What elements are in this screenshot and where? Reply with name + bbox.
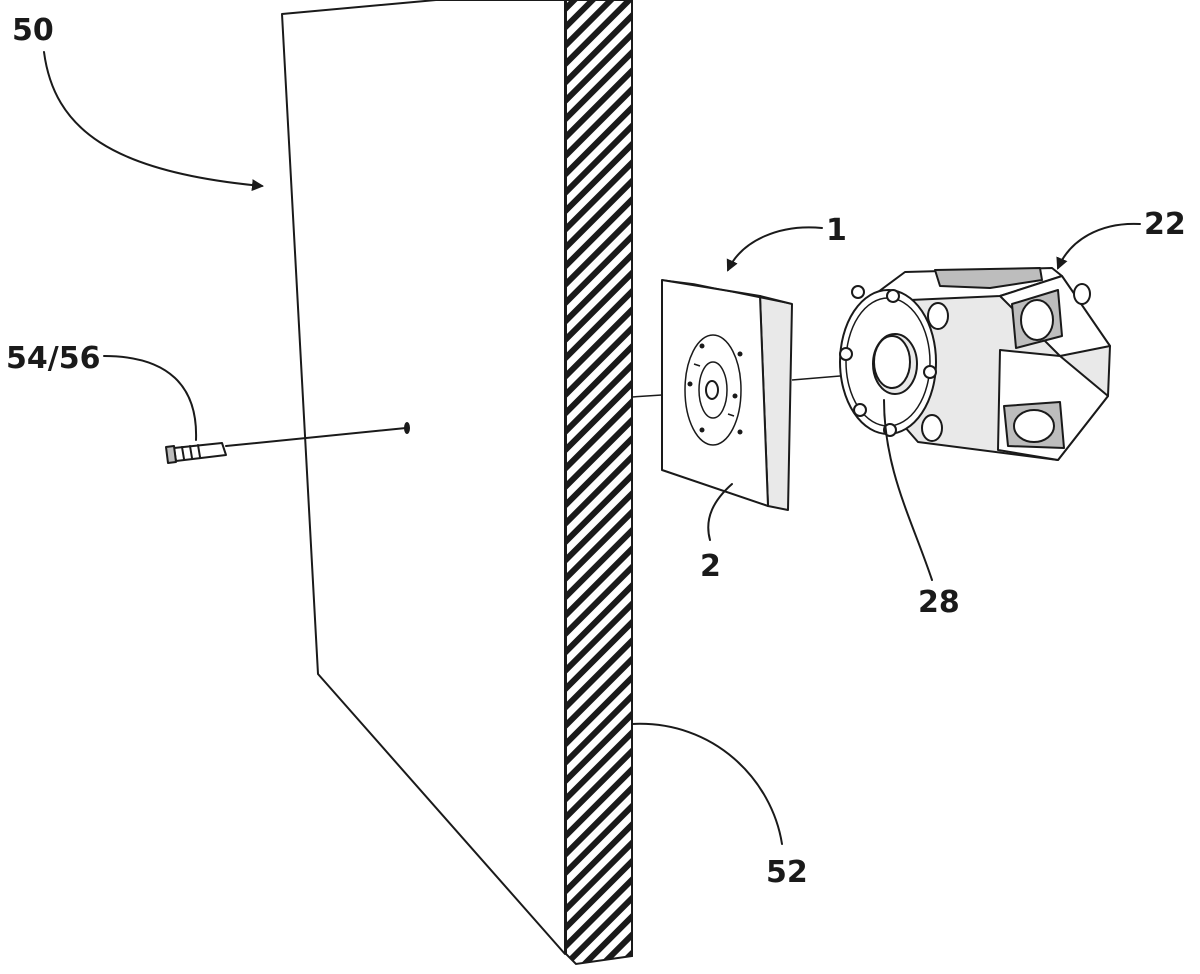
leader-2 — [707, 483, 733, 541]
wall-section — [565, 0, 633, 966]
label-box-22: 22 — [1144, 207, 1186, 242]
leader-28 — [883, 399, 933, 581]
label-plate-2: 2 — [700, 549, 721, 584]
electrical-box — [839, 267, 1111, 461]
leader-22 — [1056, 222, 1141, 270]
leader-1 — [726, 226, 823, 272]
label-opening-28: 28 — [918, 585, 960, 620]
label-assembly-1: 1 — [826, 213, 847, 248]
label-panel-50: 50 — [12, 13, 54, 48]
leader-50 — [43, 51, 264, 192]
mounting-plate — [661, 279, 793, 511]
label-wall-52: 52 — [766, 855, 808, 890]
label-fixing-54-56: 54/56 — [6, 341, 100, 376]
screw-anchor-fixing — [165, 422, 410, 464]
leader-52 — [631, 722, 783, 845]
panel-board — [281, 0, 566, 955]
leader-54-56 — [103, 355, 198, 441]
